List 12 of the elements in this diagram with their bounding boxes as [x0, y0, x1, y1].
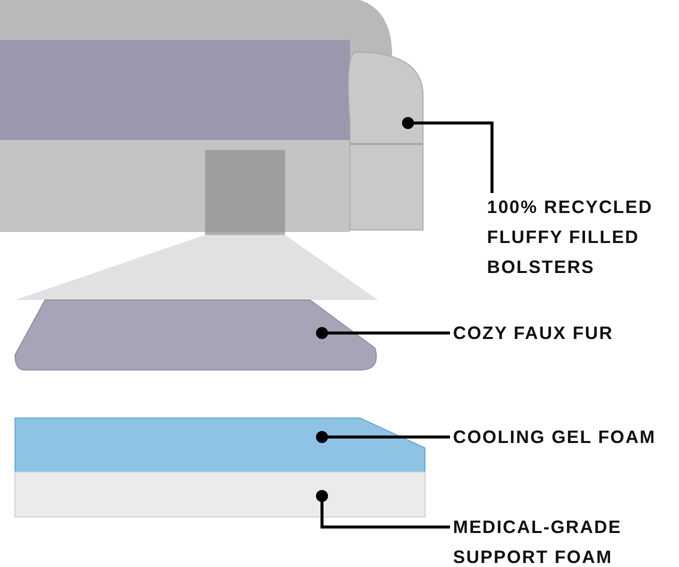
faux-fur-layer-drawing: [15, 300, 380, 372]
part-label: 100% RECYCLED FLUFFY FILLED BOLSTERS: [487, 192, 679, 284]
support-foam-layer: [15, 472, 425, 517]
leader-line: [402, 117, 494, 193]
leader-line: [316, 431, 450, 443]
leader-line: [316, 490, 450, 528]
part-label: MEDICAL-GRADE SUPPORT FOAM: [453, 512, 675, 567]
leader-line: [316, 327, 450, 339]
part-label: COZY FAUX FUR: [453, 318, 653, 348]
part-label: COOLING GEL FOAM: [453, 422, 675, 452]
gel-foam-layer-drawing: [15, 418, 425, 472]
bolster-drawing: [345, 52, 425, 232]
